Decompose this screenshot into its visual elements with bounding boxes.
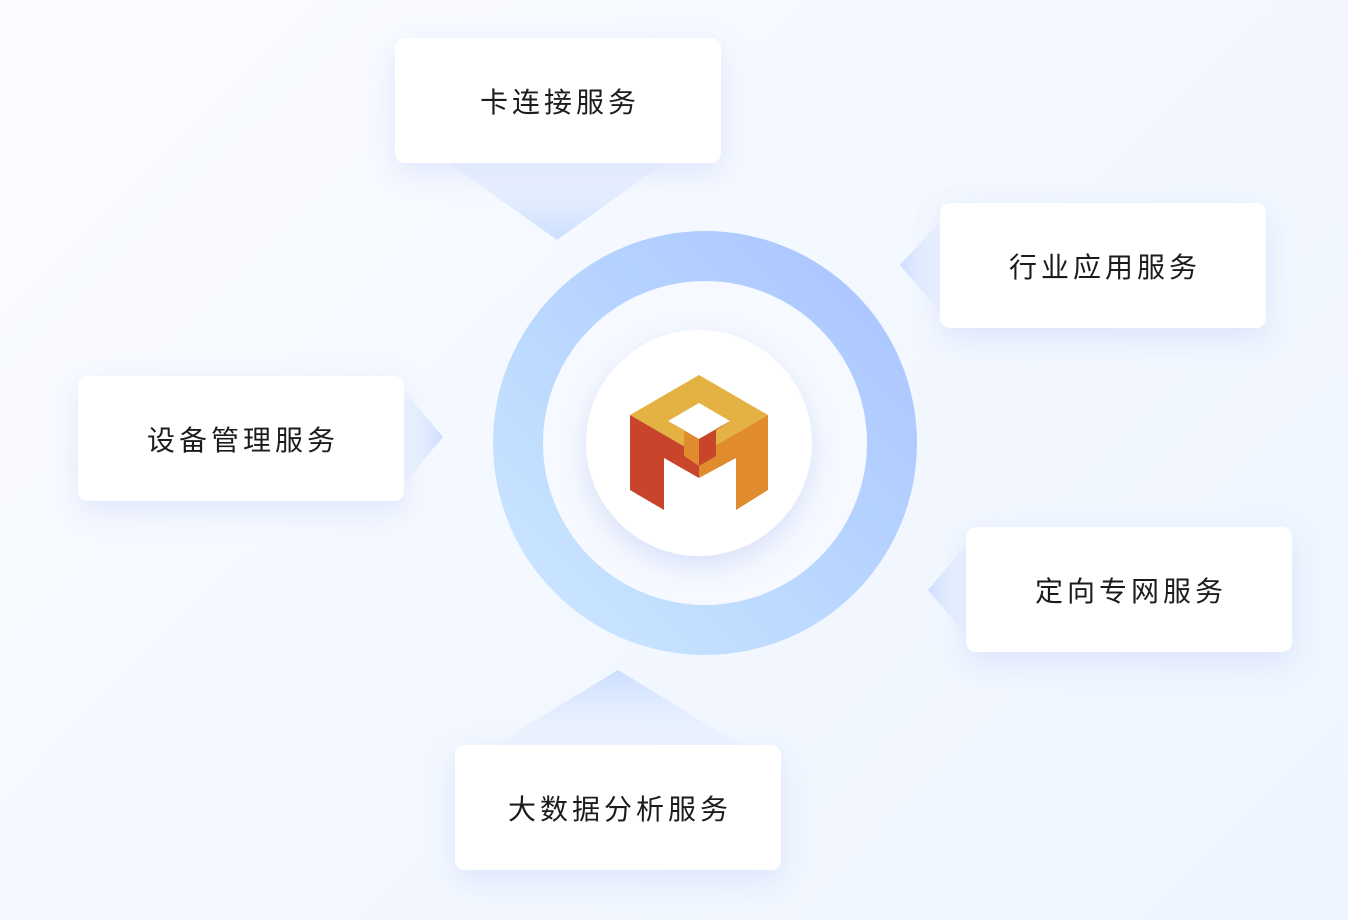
beam-right-bottom: [928, 545, 966, 635]
industry-application-label: 行业应用服务: [1008, 251, 1201, 283]
big-data-analysis-service[interactable]: 大数据分析服务: [455, 745, 781, 870]
big-data-analysis-label: 大数据分析服务: [507, 793, 732, 825]
device-management-label: 设备管理服务: [146, 424, 339, 456]
card-connection-label: 卡连接服务: [479, 86, 640, 118]
private-network-service[interactable]: 定向专网服务: [966, 527, 1292, 652]
beam-top: [445, 160, 668, 240]
card-connection-service[interactable]: 卡连接服务: [395, 38, 721, 163]
industry-application-service[interactable]: 行业应用服务: [940, 203, 1266, 328]
beam-bottom: [493, 670, 742, 746]
beam-right-top: [900, 222, 940, 312]
beam-left: [405, 392, 443, 482]
device-management-service[interactable]: 设备管理服务: [78, 376, 404, 501]
private-network-label: 定向专网服务: [1034, 575, 1227, 607]
m-cube-logo-icon: [630, 375, 768, 510]
